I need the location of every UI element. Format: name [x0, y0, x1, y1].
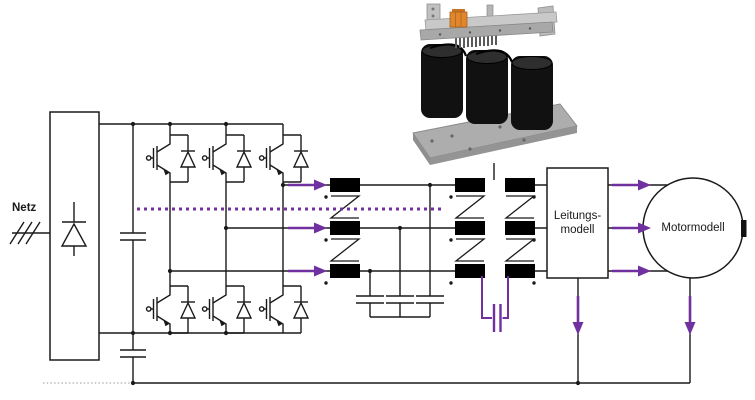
polarity-dots [324, 195, 536, 285]
igbt-cell [258, 285, 309, 334]
line-model-label: Leitungs- modell [547, 168, 608, 278]
grid-label: Netz [12, 202, 37, 214]
transformer-secondary-windings [504, 177, 536, 279]
three-phase-grid-icon [9, 221, 41, 245]
igbt-cell [201, 134, 252, 183]
igbt-inverter-bridge [145, 134, 309, 334]
igbt-cell [258, 134, 309, 183]
igbt-cell [145, 134, 196, 183]
common-mode-capacitor [481, 276, 509, 332]
phase-arrow [286, 221, 329, 235]
filter-capacitor [385, 295, 415, 304]
power-flow-arrows [286, 178, 697, 337]
phase-arrow [286, 264, 329, 278]
choke-photo [412, 3, 578, 165]
transformer-primary-windings [454, 177, 486, 279]
photo-top-clamp [419, 3, 558, 48]
photo-coil [421, 43, 553, 130]
return-arrow [571, 294, 585, 337]
line-model-label-line1: Leitungs- [553, 210, 602, 222]
line-model-label-line2: modell [560, 224, 595, 236]
igbt-cell [145, 285, 196, 334]
filter-capacitor-bank [355, 295, 445, 304]
line-model-box [546, 167, 609, 279]
junction-dots [130, 121, 581, 386]
rectifier-block [49, 111, 100, 361]
motor-shaft-stub [741, 220, 747, 237]
filter-capacitor [415, 295, 445, 304]
phase-arrow [286, 178, 329, 192]
return-arrow [683, 294, 697, 337]
filter-capacitor [355, 295, 385, 304]
motor-model-label: Motormodell [661, 222, 725, 234]
three-phase-transformer [454, 177, 536, 279]
igbt-cell [201, 285, 252, 334]
line-choke-windings [329, 177, 361, 279]
rectifier-diode-icon [60, 202, 88, 256]
photo-terminal-block [449, 9, 468, 28]
